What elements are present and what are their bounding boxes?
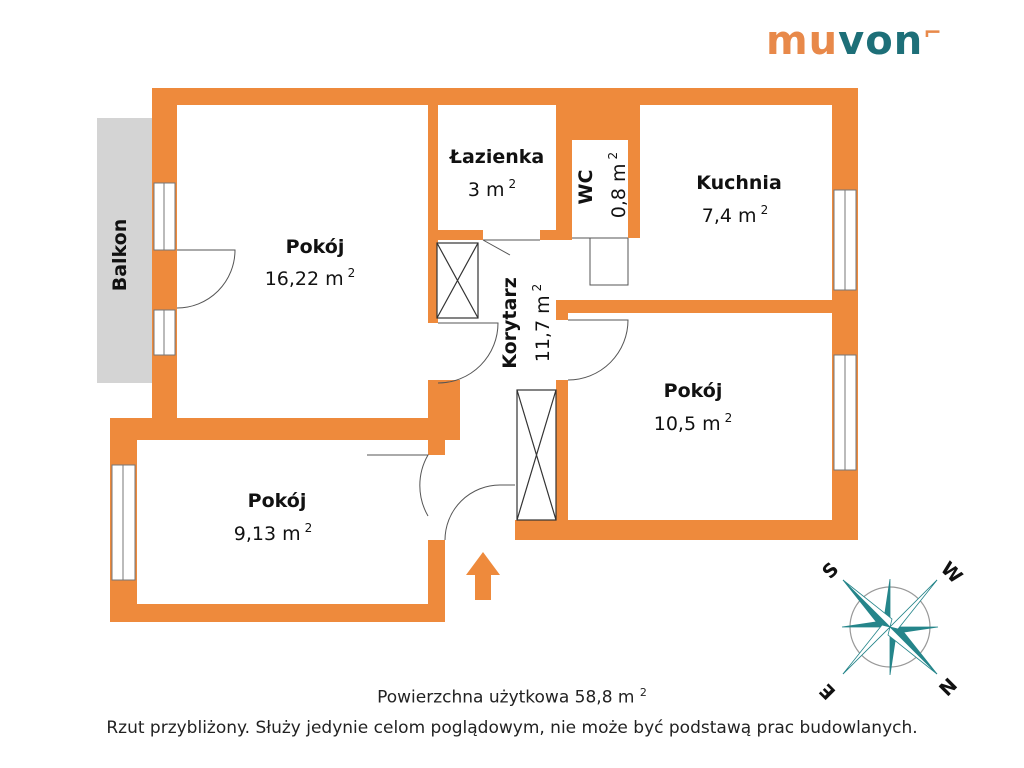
logo-part1: mu — [766, 18, 839, 64]
room-name: Kuchnia — [696, 172, 782, 194]
room-name: Pokój — [664, 380, 723, 402]
compass-s: S — [818, 558, 843, 583]
doors — [176, 237, 629, 541]
windows — [111, 182, 857, 581]
disclaimer: Rzut przybliżony. Służy jedynie celom po… — [106, 718, 918, 738]
balcony — [97, 118, 152, 383]
entrance-arrow-icon — [466, 552, 500, 600]
walls — [110, 88, 858, 622]
logo-part2: von — [838, 18, 924, 64]
total-area: Powierzchna użytkowa 58,8 m 2 — [377, 686, 647, 708]
logo: muvon⌐ — [766, 18, 943, 64]
room-name: Łazienka — [449, 146, 544, 168]
room-name: WC — [575, 170, 597, 205]
shafts — [436, 242, 557, 521]
room-area: 11,7 m2 — [530, 284, 554, 363]
logo-mark-icon: ⌐ — [923, 21, 943, 46]
room-name: Pokój — [248, 490, 307, 512]
room-name: Pokój — [286, 236, 345, 258]
compass-rose-icon: S W E N — [815, 558, 966, 704]
balcony-label: Balkon — [109, 219, 131, 292]
compass-w: W — [936, 558, 966, 588]
room-name: Korytarz — [499, 277, 521, 369]
room-area: 0,8 m2 — [606, 152, 630, 218]
